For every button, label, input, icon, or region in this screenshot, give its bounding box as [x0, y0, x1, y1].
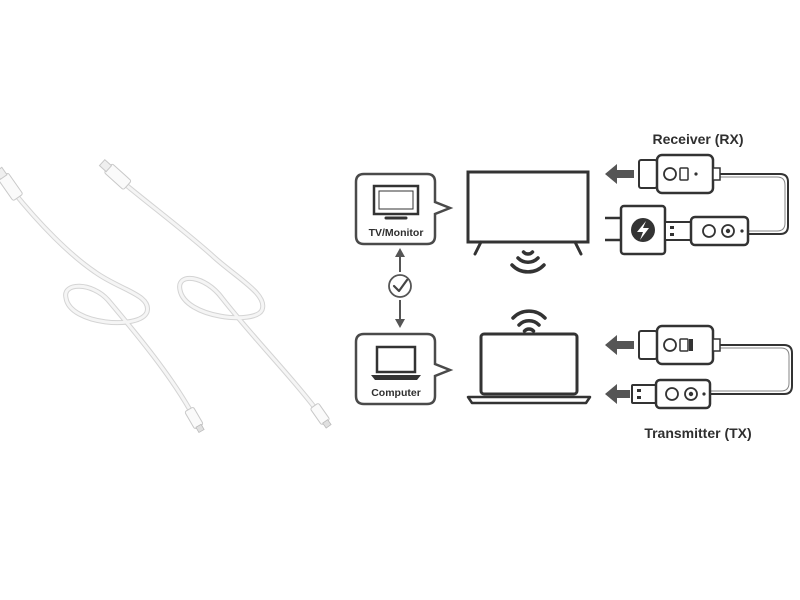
receiver-power-cable [720, 173, 789, 235]
receiver-dongle [638, 153, 721, 195]
checkmark-icon [388, 274, 412, 298]
tv-illustration [466, 170, 590, 256]
transmitter-dongle [638, 324, 721, 366]
transmitter-input-arrow [605, 335, 634, 355]
usb-wall-charger [605, 204, 667, 256]
receiver-group [605, 153, 789, 256]
connection-arrows [388, 248, 412, 328]
laptop-illustration [466, 332, 592, 405]
cable-2-usb-connector [98, 158, 132, 190]
transmitter-usb-plug [631, 378, 712, 410]
receiver-usb-plug [664, 215, 750, 247]
transmitter-label: Transmitter (TX) [644, 425, 751, 441]
transmitter-cable [710, 344, 793, 395]
computer-callout: Computer [354, 332, 454, 406]
cable-2-micro-connector [310, 403, 332, 429]
wifi-icon-transmit [511, 309, 547, 333]
tv-monitor-callout: TV/Monitor [354, 172, 454, 246]
laptop-small-icon [371, 345, 421, 380]
cable-1-usb-connector [0, 166, 23, 201]
lightning-bolt-icon [637, 221, 649, 240]
transmitter-group [605, 324, 793, 410]
monitor-icon [372, 184, 420, 220]
transmitter-usb-arrow [605, 384, 630, 404]
receiver-output-arrow [605, 164, 634, 184]
wifi-icon-receive [510, 250, 546, 274]
cable-product-photo [0, 158, 332, 434]
tv-monitor-label: TV/Monitor [369, 227, 424, 239]
computer-label: Computer [371, 387, 421, 399]
cable-1-micro-connector [184, 407, 205, 434]
receiver-label: Receiver (RX) [652, 131, 743, 147]
